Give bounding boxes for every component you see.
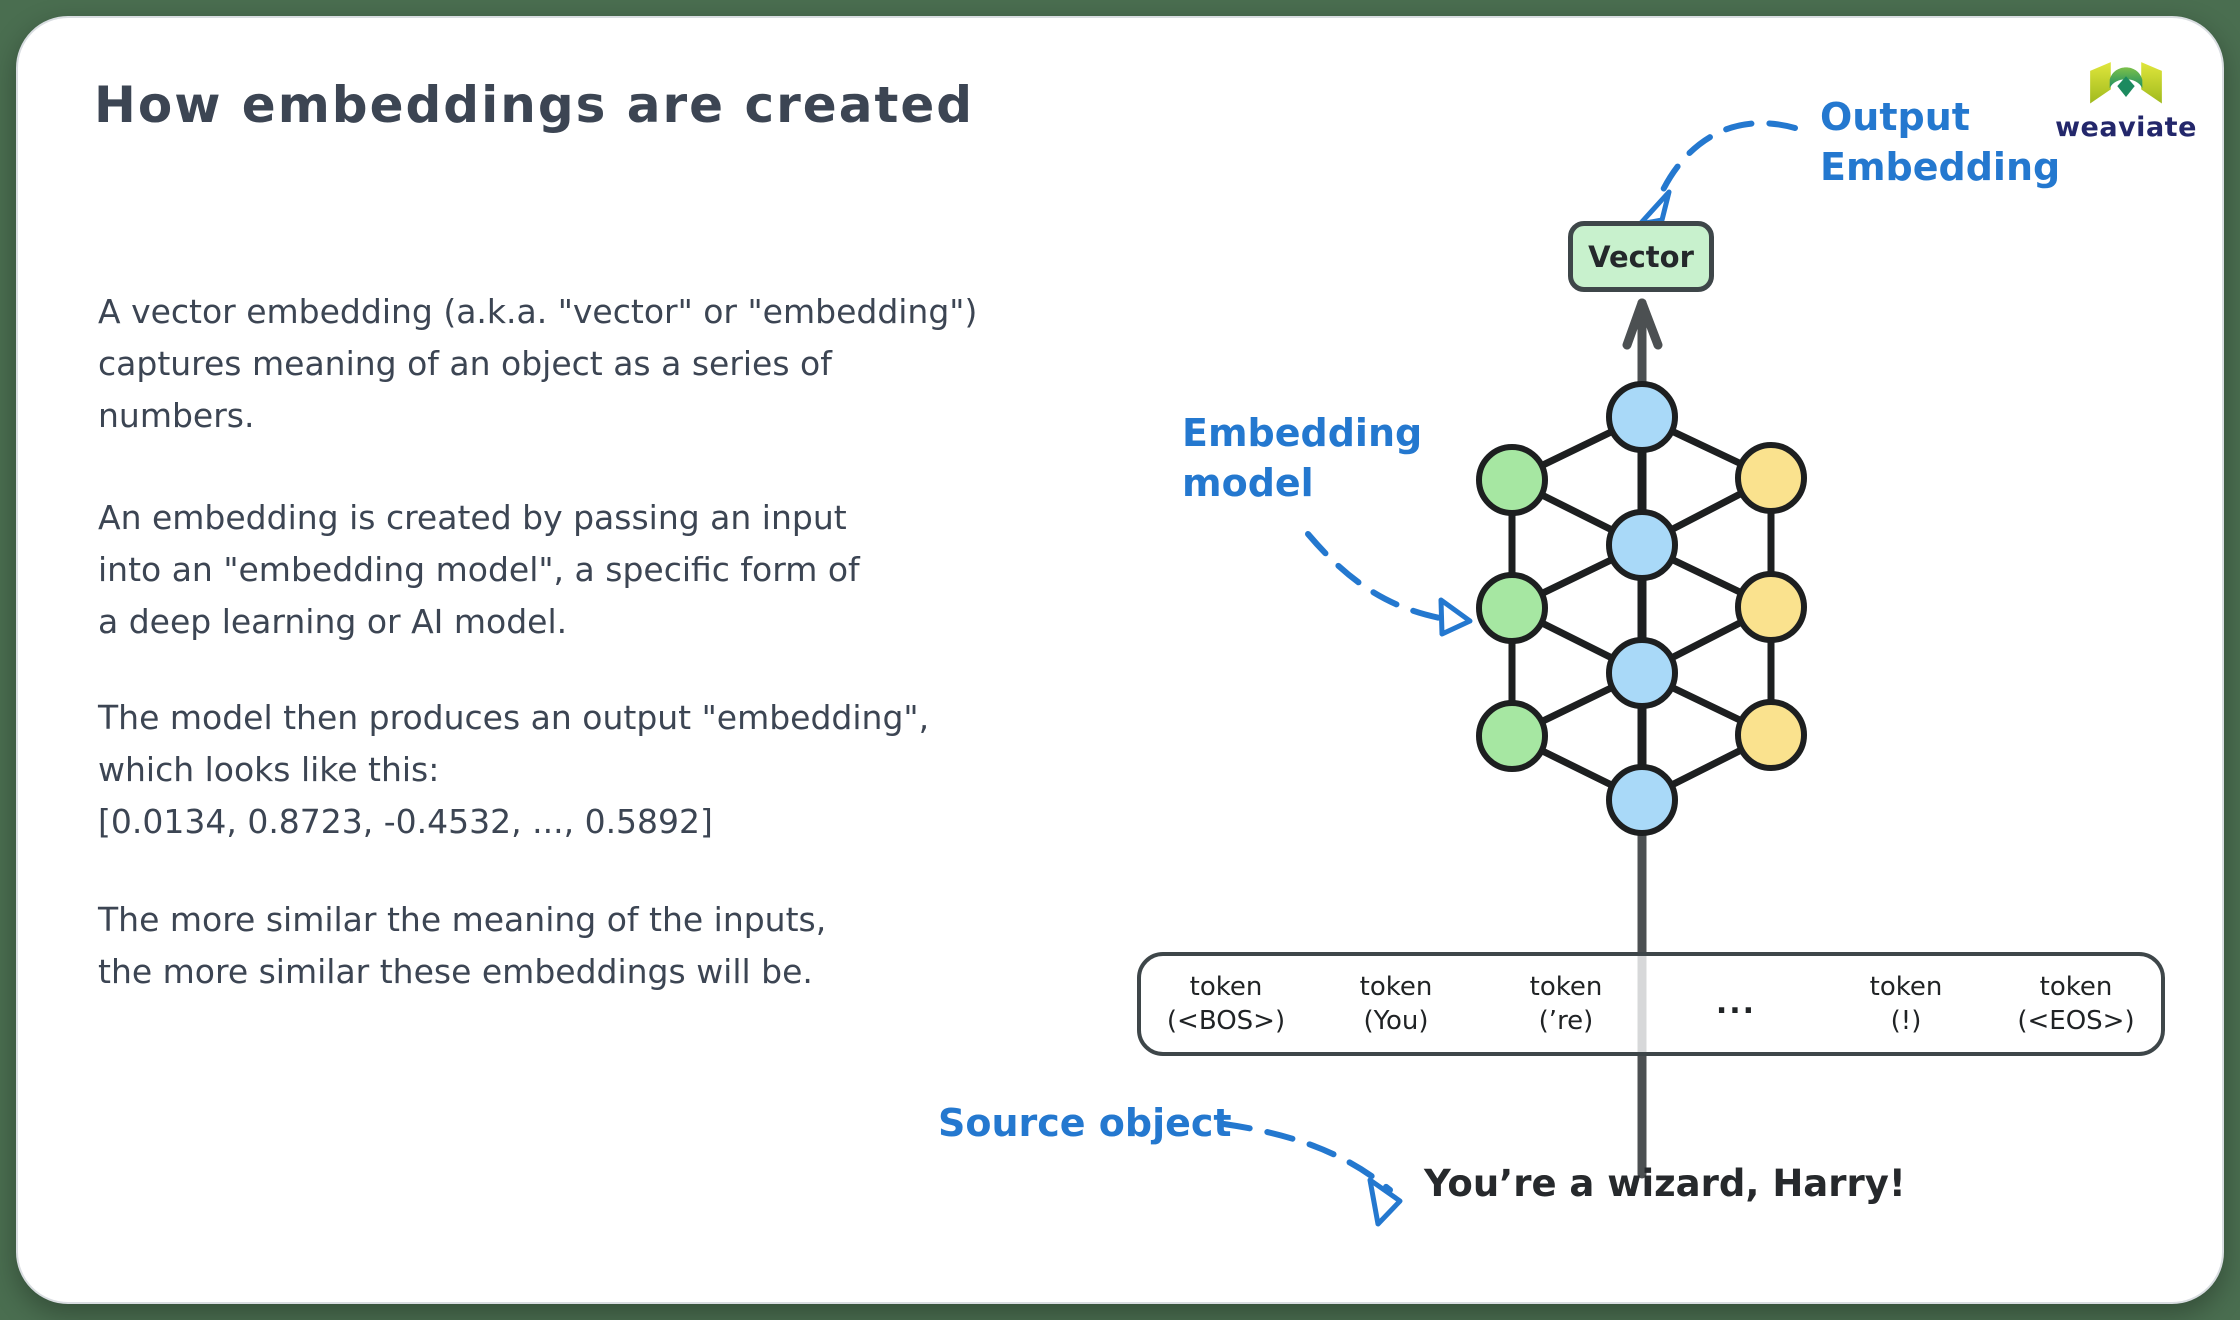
token-item: token (<EOS>): [1991, 970, 2161, 1038]
token-word: token: [2039, 972, 2113, 1002]
source-object-label: Source object: [938, 1101, 1232, 1145]
token-item: token (You): [1311, 970, 1481, 1038]
token-value: (’re): [1538, 1006, 1594, 1036]
slide-card: [16, 16, 2224, 1304]
token-value: (You): [1363, 1006, 1429, 1036]
page-title: How embeddings are created: [94, 76, 975, 134]
token-word: token: [1869, 972, 1943, 1002]
token-item: token (<BOS>): [1141, 970, 1311, 1038]
weaviate-logo-text: weaviate: [2055, 112, 2197, 143]
token-word: token: [1189, 972, 1263, 1002]
token-item: token (!): [1821, 970, 1991, 1038]
weaviate-logo-icon: [2090, 62, 2162, 104]
output-embedding-label: Output Embedding: [1820, 95, 2061, 189]
token-word: token: [1359, 972, 1433, 1002]
paragraph-output: The model then produces an output "embed…: [98, 698, 930, 841]
weaviate-logo: weaviate: [2055, 60, 2197, 143]
embedding-model-label: Embedding model: [1182, 411, 1423, 505]
token-value: (<BOS>): [1166, 1006, 1286, 1036]
token-item: token (’re): [1481, 970, 1651, 1038]
token-ellipsis: ...: [1651, 987, 1821, 1021]
vector-label: Vector: [1588, 239, 1694, 274]
paragraph-definition: A vector embedding (a.k.a. "vector" or "…: [98, 292, 978, 435]
token-value: (<EOS>): [2017, 1006, 2135, 1036]
paragraph-creation: An embedding is created by passing an in…: [98, 498, 860, 641]
paragraph-similarity: The more similar the meaning of the inpu…: [98, 900, 827, 991]
token-word: token: [1529, 972, 1603, 1002]
token-value: (!): [1890, 1006, 1922, 1036]
ellipsis-text: ...: [1715, 986, 1757, 1021]
source-text: You’re a wizard, Harry!: [1424, 1162, 1906, 1205]
vector-output-box: Vector: [1568, 221, 1714, 292]
token-box: token (<BOS>) token (You) token (’re) ..…: [1137, 952, 2165, 1056]
